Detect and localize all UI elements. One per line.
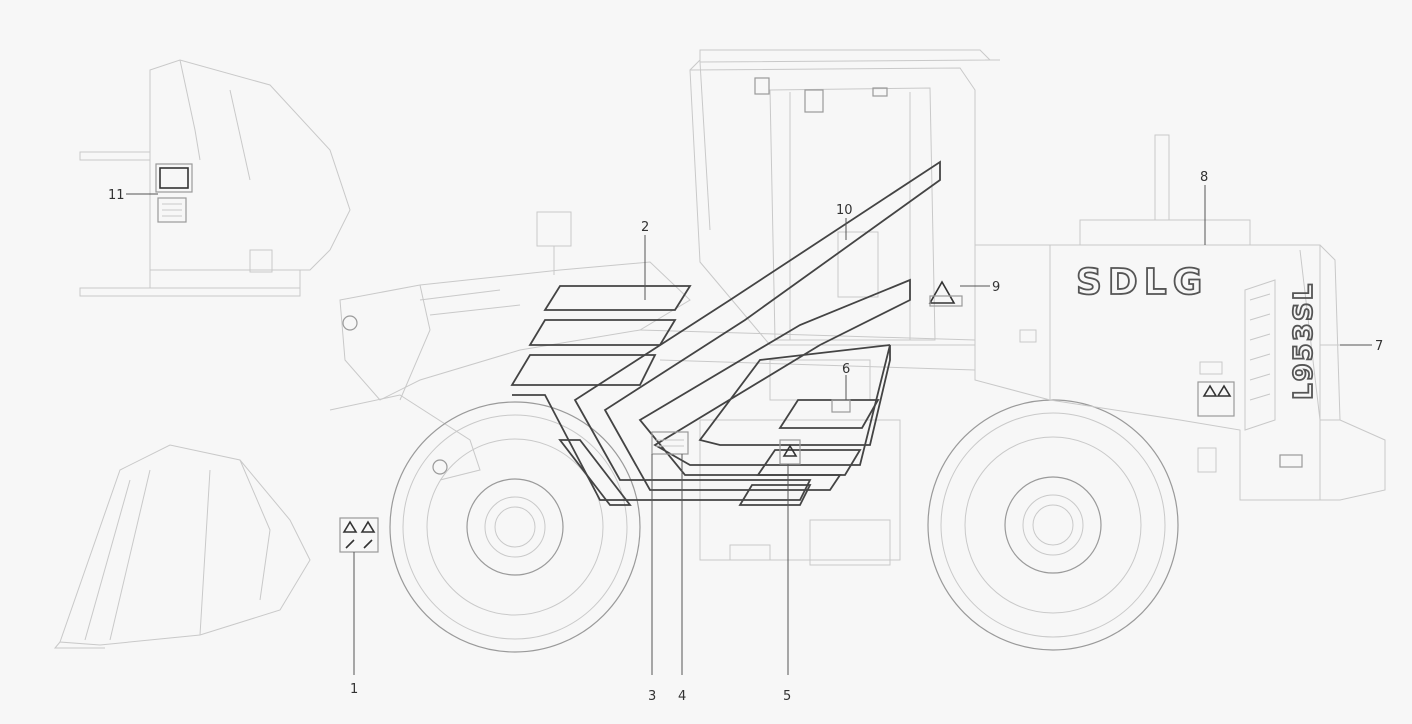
bucket [53,444,311,649]
boom-arm [329,211,691,481]
callout-3: 3 [648,689,656,704]
decal-9-triangle[interactable] [928,280,956,304]
callout-7: 7 [1375,339,1383,354]
callout-10: 10 [836,203,853,218]
brand-lettering: SDLG [1076,262,1208,303]
inset-decal-upper [155,163,193,193]
small-decals [339,280,963,553]
decal-5[interactable] [779,439,801,465]
rear-warning-decal [1197,381,1235,417]
callout-5: 5 [783,689,791,704]
leader-lines [126,185,1372,675]
inset-decal-lower [157,197,187,223]
decal-1[interactable] [339,517,379,553]
callout-labels: 1 2 3 4 5 6 7 8 9 10 11 [108,170,1383,704]
stripe-decal[interactable] [510,160,941,506]
inset-decal-graphic [159,167,189,189]
frame [639,231,976,566]
callout-4: 4 [678,689,686,704]
callout-1: 1 [350,682,358,697]
callout-11: 11 [108,188,125,203]
inset-view [79,59,351,297]
front-wheel [389,401,641,653]
rear-wheel [927,399,1179,651]
callout-6: 6 [842,362,850,377]
model-lettering: L953SL [1289,282,1319,400]
callout-9: 9 [992,280,1000,295]
callout-8: 8 [1200,170,1208,185]
callout-2: 2 [641,220,649,235]
decal-3-4[interactable] [651,431,689,455]
cab [689,49,1000,346]
rear-body [974,134,1386,501]
decal-6[interactable] [831,399,851,413]
